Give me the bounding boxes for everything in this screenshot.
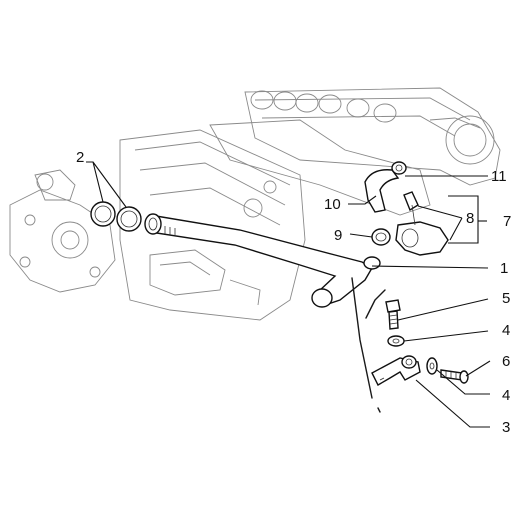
callout-7: 7 — [503, 213, 511, 230]
leader-3 — [415, 379, 490, 428]
pipe-outlet-end — [311, 288, 333, 308]
hose-clamp — [391, 161, 407, 175]
callout-1: 1 — [500, 260, 508, 277]
leader-4a — [403, 330, 489, 342]
callout-9: 9 — [334, 227, 342, 244]
leader-4b — [436, 369, 490, 395]
bolt — [385, 299, 401, 330]
intake-runners — [250, 90, 397, 123]
callout-4a: 4 — [502, 322, 510, 339]
section-marks — [351, 277, 386, 413]
callout-10: 10 — [324, 196, 341, 213]
callout-11: 11 — [491, 168, 507, 185]
small-o-ring — [371, 228, 391, 246]
washer-upper — [387, 335, 405, 347]
callout-8: 8 — [466, 210, 474, 227]
coolant-hose — [364, 169, 400, 213]
callout-4b: 4 — [502, 387, 510, 404]
leader-10 — [348, 195, 377, 205]
support-bracket — [371, 355, 421, 386]
callout-6: 6 — [502, 353, 510, 370]
throttle-body — [429, 115, 495, 165]
leader-9 — [349, 233, 373, 238]
pipe-inlet-end — [144, 213, 162, 235]
o-ring-seals — [90, 201, 142, 232]
callout-2: 2 — [76, 149, 84, 166]
leader-8 — [417, 205, 463, 241]
washers — [387, 335, 438, 375]
o-ring-right — [116, 206, 142, 232]
engine-block-outline — [119, 129, 306, 321]
washer-lower — [426, 357, 438, 375]
leader-2 — [86, 161, 127, 208]
leader-5 — [397, 298, 489, 321]
leader-6 — [465, 360, 491, 377]
callout-5: 5 — [502, 290, 510, 307]
leader-1 — [371, 265, 489, 269]
callout-3: 3 — [502, 419, 510, 436]
leader-bracket-7 — [448, 195, 479, 244]
intake-manifold-outline — [209, 87, 501, 216]
leader-lines — [86, 161, 491, 428]
thermostat-elbow — [395, 191, 449, 256]
coolant-pipe — [144, 213, 381, 308]
callout-labels: 1 2 3 4 4 5 6 7 8 9 10 11 — [76, 149, 511, 436]
water-pump — [9, 169, 116, 293]
